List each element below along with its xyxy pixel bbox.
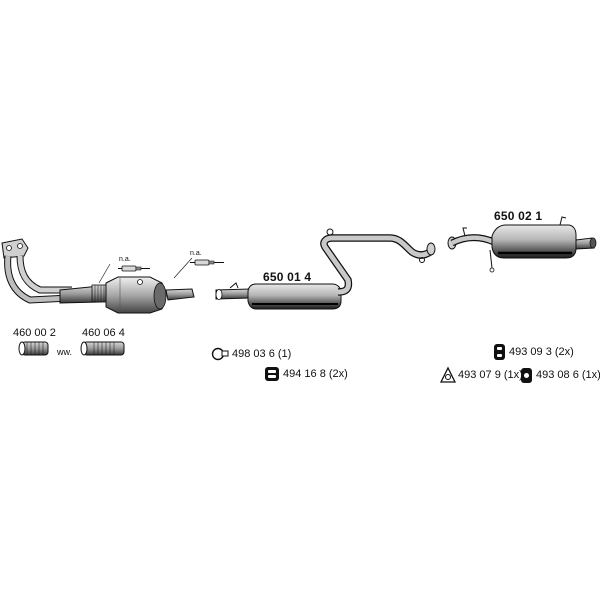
rear-muffler-part-number: 650 02 1 — [494, 209, 543, 223]
flex-pipe-b-icon — [80, 341, 125, 356]
triangle-mount-icon — [439, 366, 457, 383]
hanger-label: 493 08 6 (1x) — [536, 369, 600, 381]
rubber-mount-a-icon — [265, 367, 279, 381]
hanger-icon — [521, 368, 532, 383]
na-note-1: n.a. — [119, 256, 131, 263]
triangle-mount-label: 493 07 9 (1x) — [458, 369, 523, 381]
ww-note: ww. — [57, 347, 73, 357]
rubber-mount-b-label: 493 09 3 (2x) — [509, 346, 574, 358]
lambda-sensor-2 — [173, 257, 224, 279]
flex-pipe-a-part-number: 460 00 2 — [13, 327, 56, 339]
rubber-mount-b-icon — [494, 344, 505, 360]
clamp-ring-icon — [211, 347, 229, 361]
rear-muffler-assembly — [447, 216, 597, 273]
na-note-2: n.a. — [190, 250, 202, 257]
flex-pipe-a-icon — [18, 341, 49, 356]
lambda-sensor-1 — [98, 263, 150, 284]
front-pipe — [1, 238, 109, 304]
main-muffler-assembly — [215, 228, 436, 310]
rubber-mount-a-label: 494 16 8 (2x) — [283, 368, 348, 380]
main-muffler-part-number: 650 01 4 — [263, 270, 312, 284]
clamp-ring-label: 498 03 6 (1) — [232, 348, 292, 360]
flex-pipe-b-part-number: 460 06 4 — [82, 327, 125, 339]
catalytic-converter — [105, 276, 195, 314]
